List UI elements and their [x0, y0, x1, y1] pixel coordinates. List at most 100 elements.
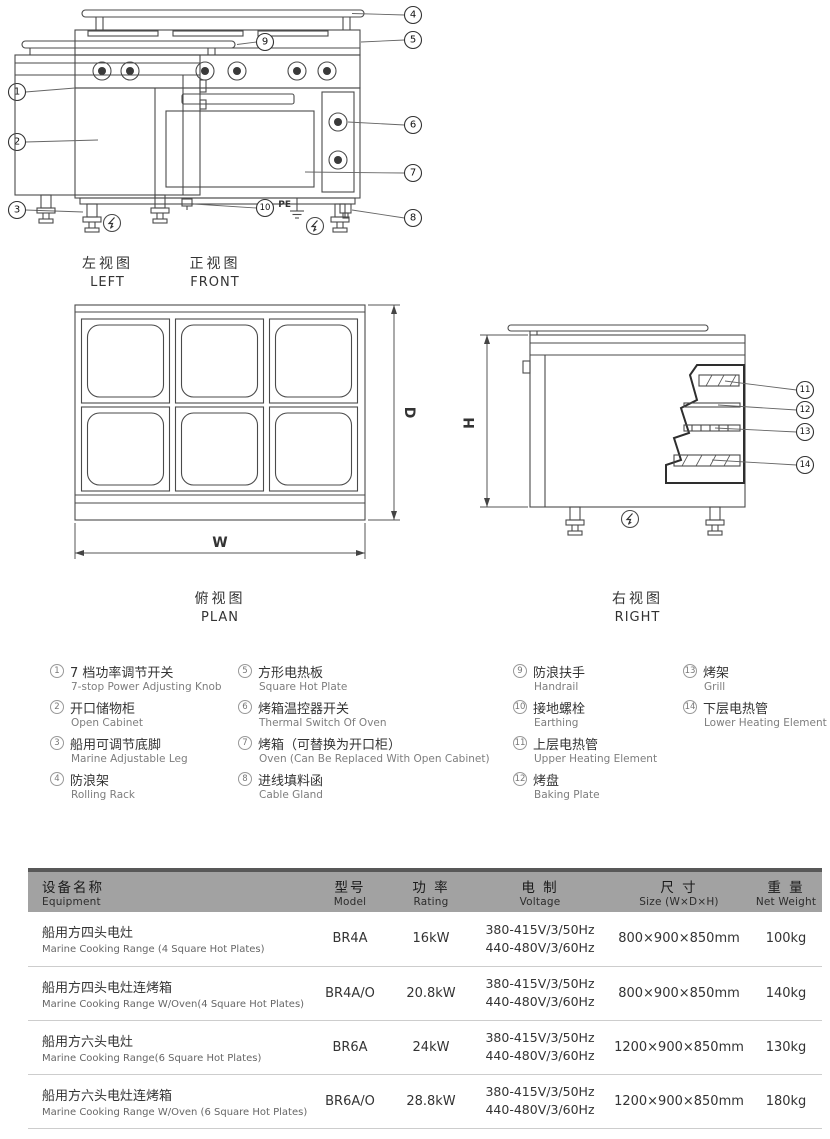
legend-label-en: Baking Plate — [534, 789, 600, 801]
header-equipment-cn: 设备名称 — [42, 880, 104, 896]
legend-label-cn: 烤箱（可替换为开口柜） — [258, 737, 402, 753]
voltage-value: 380-415V/3/50Hz 440-480V/3/60Hz — [472, 1074, 608, 1129]
leader-lines — [711, 380, 797, 466]
legend-label-cn: 接地螺栓 — [533, 701, 586, 717]
callout-12: 12 — [795, 400, 815, 420]
size-value: 1200×900×850mm — [614, 1093, 744, 1109]
callout-13: 13 — [795, 422, 815, 442]
equipment-name-en: Marine Cooking Range (4 Square Hot Plate… — [42, 944, 265, 956]
earthing-bolt — [181, 198, 193, 210]
svg-text:6: 6 — [410, 120, 416, 131]
front-view-label-en: FRONT — [190, 275, 240, 290]
header-size: 尺 寸 Size (W×D×H) — [608, 870, 750, 912]
header-weight-en: Net Weight — [755, 896, 817, 908]
cable-gland — [339, 203, 352, 219]
legend-number: 13 — [683, 664, 697, 678]
legend-number: 6 — [238, 700, 252, 714]
legend-label-en: Upper Heating Element — [534, 753, 658, 765]
callout-3: 3 — [7, 200, 27, 220]
adjustable-leg — [36, 194, 56, 224]
callout-9: 9 — [255, 32, 275, 52]
front-view-caption: 正视图 FRONT — [0, 253, 430, 290]
adjustable-leg — [150, 194, 170, 224]
legend-label-en: Open Cabinet — [71, 717, 143, 729]
leader-lines — [193, 41, 257, 209]
plan-view-figure: D W 俯视图 PLAN — [0, 295, 440, 625]
svg-text:13: 13 — [800, 427, 811, 437]
ground-symbol — [290, 198, 304, 219]
weight-value: 130kg — [765, 1039, 807, 1055]
legend-label-cn: 开口储物柜 — [70, 701, 136, 717]
legend-label-cn: 下层电热管 — [703, 701, 769, 717]
voltage-value: 380-415V/3/50Hz 440-480V/3/60Hz — [472, 912, 608, 967]
right-view-caption: 右视图 RIGHT — [460, 588, 815, 625]
callout-6: 6 — [403, 115, 423, 135]
oven-panel-knobs — [328, 112, 348, 170]
equipment-name-en: Marine Cooking Range W/Oven (6 Square Ho… — [42, 1106, 308, 1118]
weight-value: 100kg — [765, 931, 807, 947]
voltage-line-1: 380-415V/3/50Hz — [485, 1083, 595, 1099]
left-view-label-cn: 左视图 — [82, 256, 133, 272]
header-equipment-en: Equipment — [42, 896, 101, 908]
svg-text:4: 4 — [410, 10, 416, 21]
callout-10: 10 — [255, 198, 275, 218]
svg-text:10: 10 — [260, 203, 271, 213]
model-value: BR4A/O — [325, 985, 375, 1001]
legend-number: 9 — [513, 664, 527, 678]
callout-14: 14 — [795, 455, 815, 475]
legend-number: 8 — [238, 772, 252, 786]
legend-label-cn: 船用可调节底脚 — [70, 737, 162, 753]
legend-label-cn: 防浪架 — [70, 773, 110, 789]
svg-text:8: 8 — [410, 213, 416, 224]
height-label: H — [462, 417, 478, 429]
table-row-br6ao: 船用方六头电灶连烤箱 Marine Cooking Range W/Oven (… — [28, 1074, 822, 1129]
right-view-figure: H — [460, 295, 830, 625]
size-value: 1200×900×850mm — [614, 1039, 744, 1055]
legend-label-en: 7-stop Power Adjusting Knob — [71, 681, 222, 693]
spec-table: 设备名称 Equipment 型号 Model 功 率 Rating 电 制 V… — [28, 868, 822, 1129]
callout-5: 5 — [403, 30, 423, 50]
size-value: 800×900×850mm — [618, 985, 740, 1001]
svg-text:9: 9 — [262, 37, 268, 48]
voltage-line-2: 440-480V/3/60Hz — [485, 1048, 595, 1063]
front-view-label-cn: 正视图 — [189, 256, 241, 272]
hot-plates-top-view — [80, 318, 359, 492]
legend-label-en: Earthing — [534, 717, 579, 729]
plan-view-caption: 俯视图 PLAN — [0, 588, 440, 625]
legend-label-en: Cable Gland — [259, 789, 323, 801]
legend-label-cn: 方形电热板 — [258, 665, 324, 681]
rating-value: 16kW — [412, 931, 450, 947]
equipment-name-en: Marine Cooking Range(6 Square Hot Plates… — [42, 1052, 262, 1064]
rating-value: 20.8kW — [406, 985, 456, 1001]
right-body — [522, 334, 746, 508]
equipment-name-cn: 船用方四头电灶连烤箱 — [42, 980, 173, 996]
lower-heating-element — [673, 454, 741, 467]
voltage-line-2: 440-480V/3/60Hz — [485, 939, 595, 955]
voltage-value: 380-415V/3/50Hz 440-480V/3/60Hz — [472, 1020, 608, 1075]
header-equipment: 设备名称 Equipment — [28, 870, 310, 912]
equipment-name-en: Marine Cooking Range W/Oven(4 Square Hot… — [42, 998, 305, 1010]
pe-label: PE — [278, 200, 291, 210]
dimension-depth — [368, 304, 400, 521]
callout-7: 7 — [403, 163, 423, 183]
handrail — [507, 324, 709, 335]
oven-control-panel — [321, 91, 355, 193]
oven-section-outline — [665, 364, 745, 484]
baking-plate — [683, 402, 741, 408]
knob-side-profile — [199, 79, 207, 110]
legend-label-en: Oven (Can Be Replaced With Open Cabinet) — [259, 753, 490, 765]
header-model-en: Model — [333, 896, 367, 908]
right-view-drawing: H — [462, 324, 815, 536]
electric-connection-icon — [102, 213, 122, 233]
